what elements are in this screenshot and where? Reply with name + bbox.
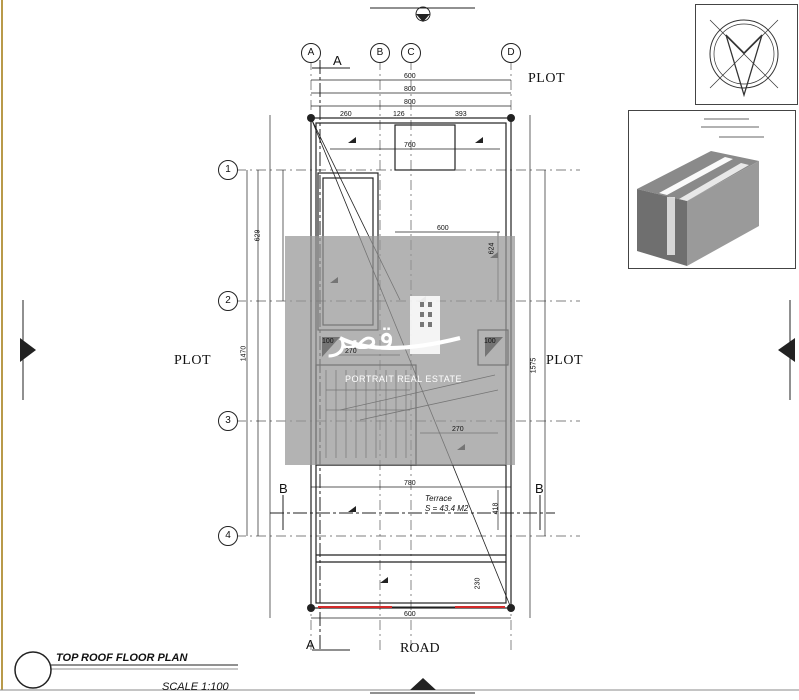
plan-title: TOP ROOF FLOOR PLAN: [56, 652, 188, 664]
grid-bubble-2: 2: [218, 291, 238, 311]
grid-bubble-3: 3: [218, 411, 238, 431]
hollow-block-illustration: [628, 110, 796, 269]
dim-text: 1470: [240, 345, 248, 362]
title-block-lines: [14, 651, 238, 689]
grid-bubble-b: B: [370, 43, 390, 63]
plot-label-left: PLOT: [174, 353, 211, 368]
dim-text: 126: [393, 111, 405, 118]
north-arrow-bottom-icon: [370, 678, 475, 694]
section-b-left-label: B: [279, 481, 288, 496]
section-b-right-label: B: [535, 481, 544, 496]
compass-icon: [709, 19, 779, 98]
watermark-panel: [285, 236, 515, 465]
grid-bubble-c: C: [401, 43, 421, 63]
terrace-area: S = 43.4 M2: [425, 504, 469, 513]
dim-text: 600: [404, 611, 416, 618]
dim-text: 230: [474, 577, 482, 590]
watermark-logo-icon: [339, 296, 461, 354]
terrace-label: Terrace: [425, 494, 452, 503]
grid-bubble-1: 1: [218, 160, 238, 180]
dim-text: 100: [322, 338, 334, 345]
compass-box: [695, 4, 798, 105]
dim-text: 600: [437, 225, 449, 232]
watermark-logo-text: قصر: [330, 318, 395, 358]
grid-bubble-d: D: [501, 43, 521, 63]
dim-text: 629: [254, 229, 262, 242]
section-a-top-label: A: [333, 53, 342, 68]
watermark-company: PORTRAIT REAL ESTATE: [345, 374, 463, 384]
dim-text: 600: [404, 73, 416, 80]
dim-text: 800: [404, 86, 416, 93]
dim-text: 260: [340, 111, 352, 118]
north-arrow-right-icon: [778, 300, 795, 400]
dim-text: 418: [492, 502, 500, 515]
section-line-b: [270, 495, 555, 530]
grid-bubble-a: A: [301, 43, 321, 63]
hollow-block-icon: [637, 118, 764, 266]
north-arrow-left-icon: [20, 300, 36, 400]
dim-text: 780: [404, 480, 416, 487]
dim-text: 393: [455, 111, 467, 118]
plan-scale: SCALE 1:100: [162, 681, 229, 693]
plot-label-top: PLOT: [528, 71, 565, 86]
dim-text: 100: [484, 338, 496, 345]
road-label: ROAD: [400, 641, 440, 656]
grid-bubble-4: 4: [218, 526, 238, 546]
dim-text: 624: [488, 242, 496, 255]
column-icons: [307, 114, 515, 612]
section-a-bottom-label: A: [306, 637, 315, 652]
dim-text: 270: [345, 348, 357, 355]
plot-label-right: PLOT: [546, 353, 583, 368]
dim-text: 270: [452, 426, 464, 433]
dim-text: 760: [404, 142, 416, 149]
dim-text: 800: [404, 99, 416, 106]
north-arrow-top-icon: [370, 6, 475, 22]
dim-text: 1575: [530, 357, 538, 374]
